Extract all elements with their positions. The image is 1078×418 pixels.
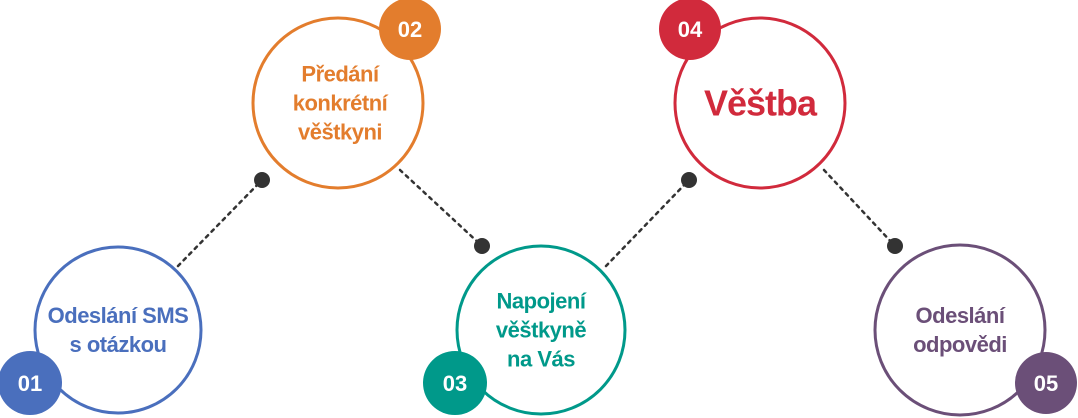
step-badge <box>379 0 441 60</box>
step-circle <box>455 244 627 416</box>
step-5: Odeslání odpovědi 05 <box>873 243 1077 417</box>
step-circle <box>33 245 203 415</box>
step-label: Odeslání SMS s otázkou <box>48 303 189 357</box>
step-circle <box>873 243 1047 417</box>
step-label-line: na Vás <box>507 347 575 372</box>
connector-2-3 <box>398 168 484 248</box>
step-label-line: Věštba <box>704 83 818 124</box>
connector-dot <box>887 238 903 254</box>
connector-dot <box>254 172 270 188</box>
step-label-line: věštkyně <box>496 318 586 343</box>
step-label-line: Napojení <box>497 289 587 314</box>
step-badge <box>659 0 721 60</box>
step-badge <box>0 351 62 415</box>
step-badge <box>423 351 487 415</box>
connector-dot <box>681 172 697 188</box>
step-3: Napojení věštkyně na Vás 03 <box>423 244 627 416</box>
step-label-line: odpovědi <box>913 332 1007 357</box>
step-label: Napojení věštkyně na Vás <box>496 289 587 372</box>
connector-3-4 <box>604 178 691 268</box>
step-label-line: Odeslání <box>916 303 1006 328</box>
step-label-line: konkrétní <box>293 91 389 116</box>
step-label: Odeslání odpovědi <box>913 303 1007 357</box>
connector-dot <box>474 238 490 254</box>
connector-1-2 <box>176 178 264 268</box>
step-1: Odeslání SMS s otázkou 01 <box>0 245 203 415</box>
step-badge <box>1015 352 1077 414</box>
step-label-line: věštkyni <box>298 120 382 145</box>
step-label: Věštba <box>704 83 818 124</box>
step-number: 01 <box>18 371 42 396</box>
step-number: 04 <box>678 17 703 42</box>
step-label-line: s otázkou <box>70 332 167 357</box>
step-number: 05 <box>1034 371 1058 396</box>
connectors <box>176 168 903 268</box>
step-2: Předání konkrétní věštkyni 02 <box>251 0 441 190</box>
step-label-line: Odeslání SMS <box>48 303 189 328</box>
step-number: 03 <box>443 371 467 396</box>
connector-4-5 <box>822 168 897 248</box>
step-label-line: Předání <box>301 62 380 87</box>
step-number: 02 <box>398 17 422 42</box>
step-circle <box>251 16 425 190</box>
step-label: Předání konkrétní věštkyni <box>293 62 389 145</box>
step-circle <box>673 16 847 190</box>
step-4: Věštba 04 <box>659 0 847 190</box>
